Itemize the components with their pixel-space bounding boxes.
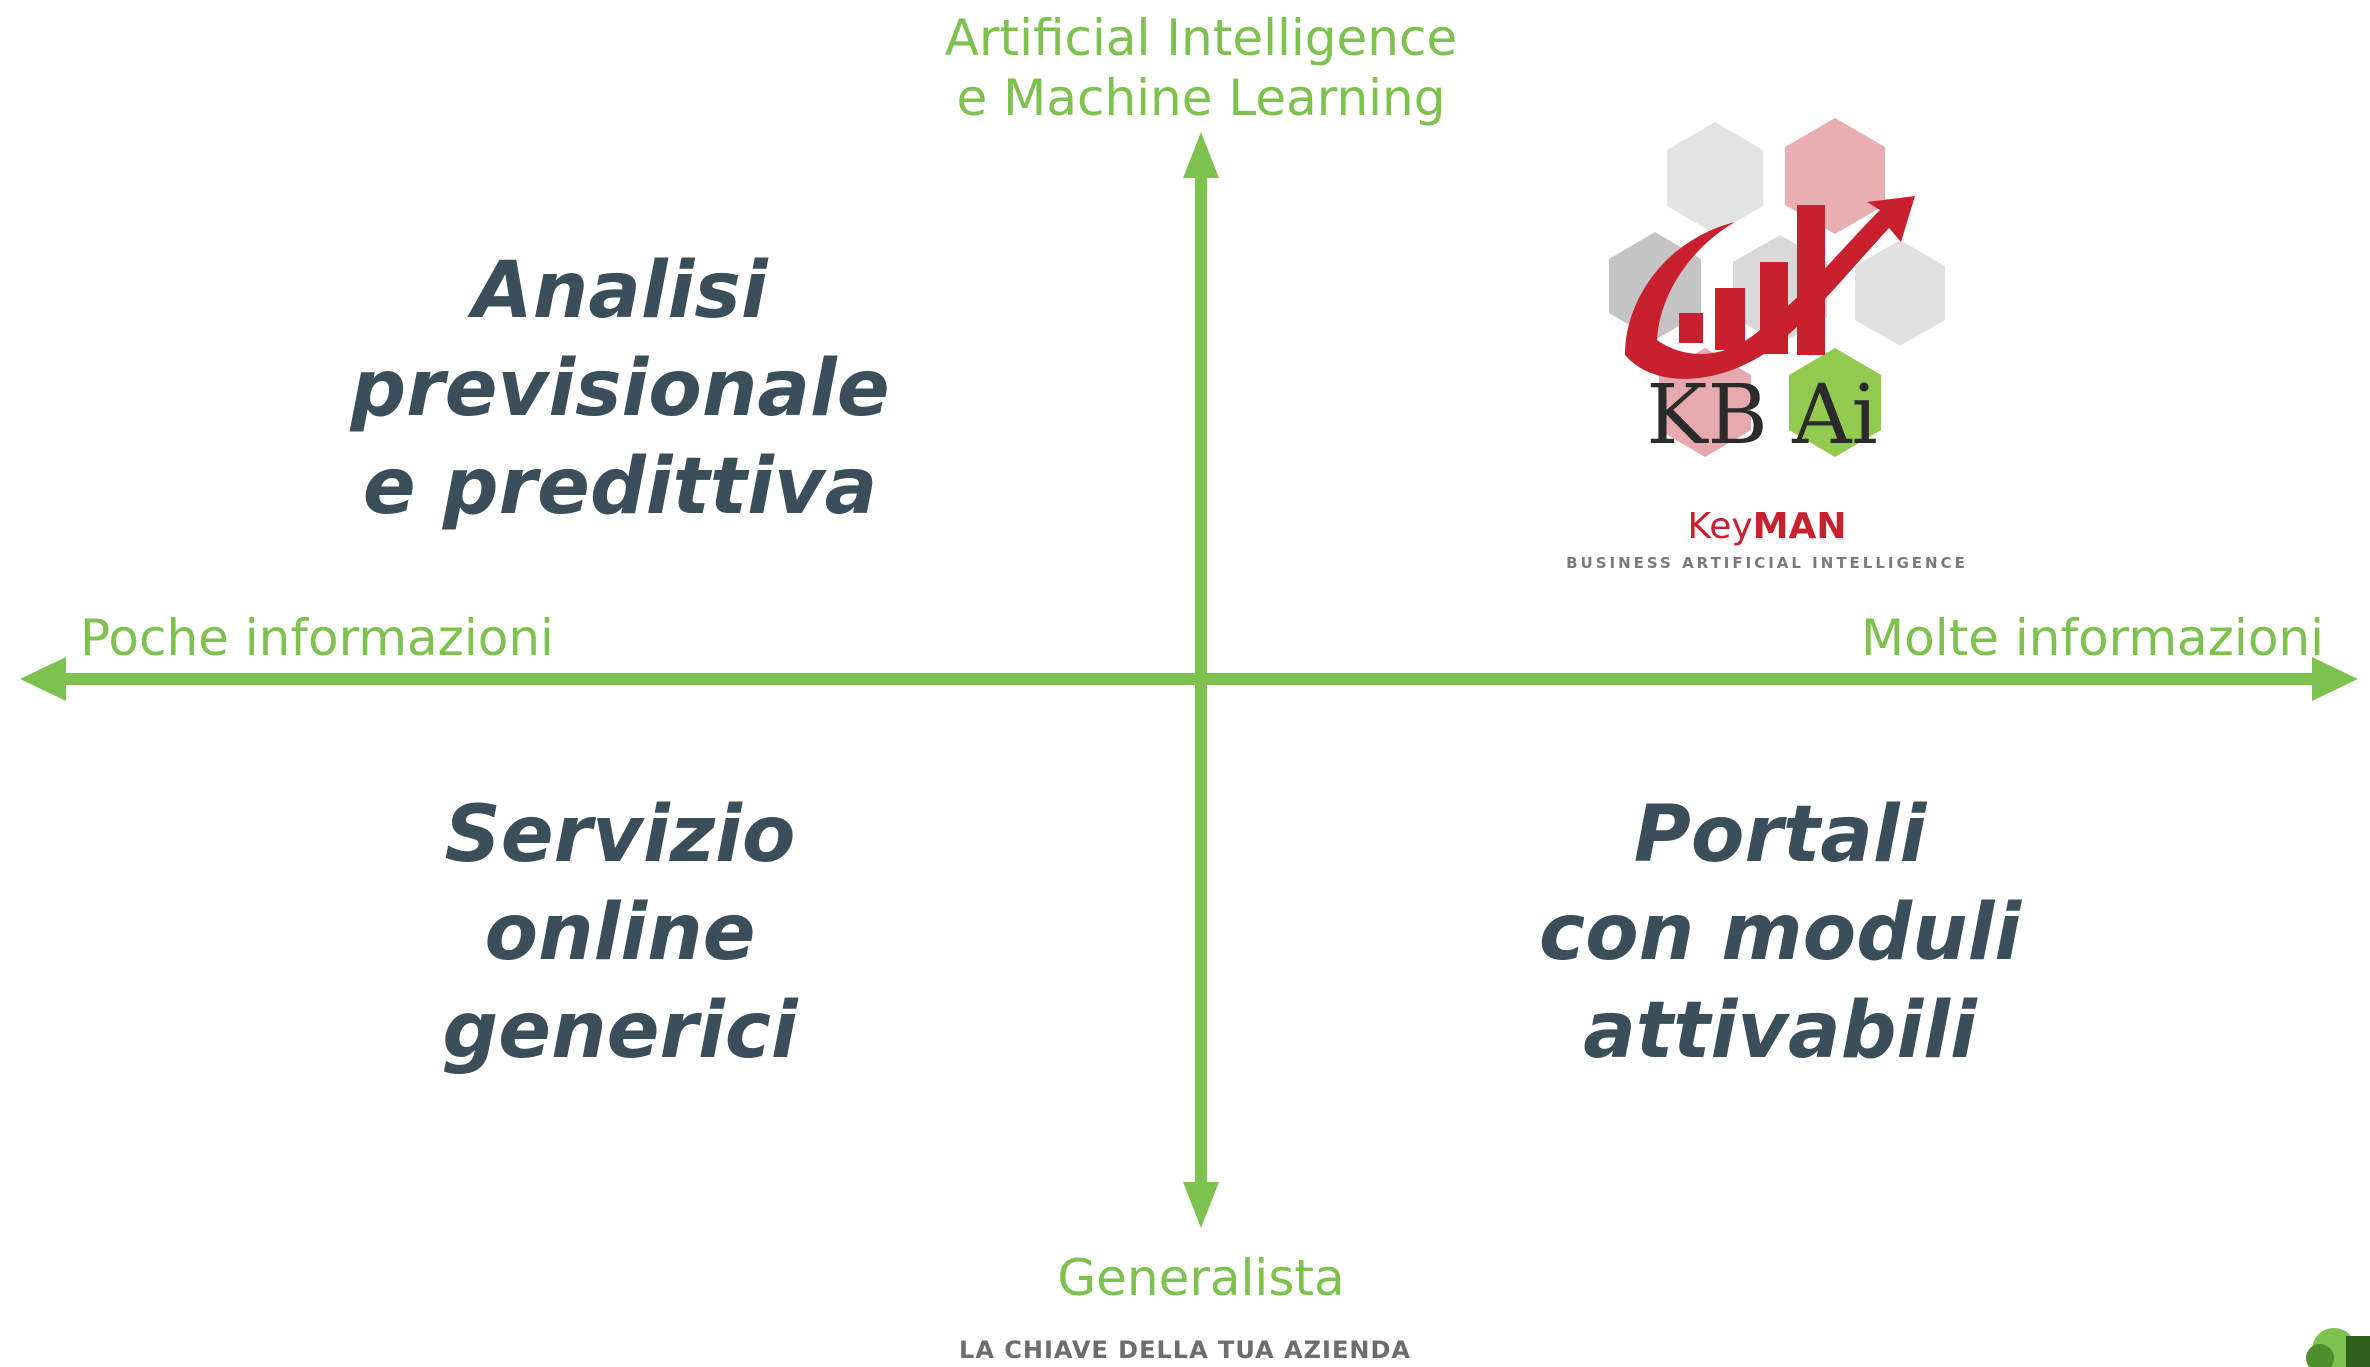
quadrant-bottom-right-line2: con moduli (1538, 888, 2022, 978)
axis-label-bottom: Generalista (1057, 1249, 1345, 1307)
quadrant-top-left-line3: e predittiva (362, 442, 878, 532)
up-arrowhead (1183, 132, 1219, 178)
quadrant-top-left-line1: Analisi (472, 246, 768, 336)
logo-ai-text: Ai (1791, 368, 1877, 463)
quadrant-bottom-right-line1: Portali (1633, 790, 1927, 880)
axis-label-top-line1: Artificial Intelligence (944, 9, 1458, 67)
corner-brand-mark (2306, 1328, 2370, 1367)
hexagon-cluster (1609, 118, 1945, 457)
right-arrowhead (2312, 657, 2358, 701)
quadrant-top-left: Analisi previsionale e predittiva (280, 242, 960, 536)
quadrant-bottom-left-line1: Servizio (444, 790, 796, 880)
quadrant-top-left-line2: previsionale (350, 344, 890, 434)
quadrant-bottom-left: Servizio online generici (320, 786, 920, 1080)
left-arrowhead (20, 657, 66, 701)
logo-kb-text: KB (1646, 368, 1768, 463)
logo-brand-key: Key (1687, 506, 1752, 547)
down-arrowhead (1183, 1182, 1219, 1228)
axis-label-right: Molte informazioni (1861, 609, 2324, 667)
quadrant-bottom-right-line3: attivabili (1583, 986, 1977, 1076)
axis-label-top-line2: e Machine Learning (956, 69, 1446, 127)
vertical-axis-line (1195, 160, 1207, 1200)
quadrant-bottom-left-line2: online (484, 888, 756, 978)
quadrant-bottom-right: Portali con moduli attivabili (1430, 786, 2130, 1080)
logo-subtitle-text: BUSINESS ARTIFICIAL INTELLIGENCE (1566, 554, 1968, 572)
quadrant-bottom-left-line3: generici (442, 986, 798, 1076)
axis-label-top: Artificial Intelligence e Machine Learni… (890, 8, 1512, 128)
kbai-logo: KB Ai KeyMAN BUSINESS ARTIFICIAL INTELLI… (1566, 118, 1968, 572)
axis-label-left: Poche informazioni (80, 609, 554, 667)
horizontal-axis-line (50, 673, 2325, 685)
logo-brand-text: KeyMAN (1687, 506, 1846, 547)
footer-tagline: LA CHIAVE DELLA TUA AZIENDA (959, 1336, 1411, 1364)
logo-brand-man: MAN (1753, 506, 1847, 547)
